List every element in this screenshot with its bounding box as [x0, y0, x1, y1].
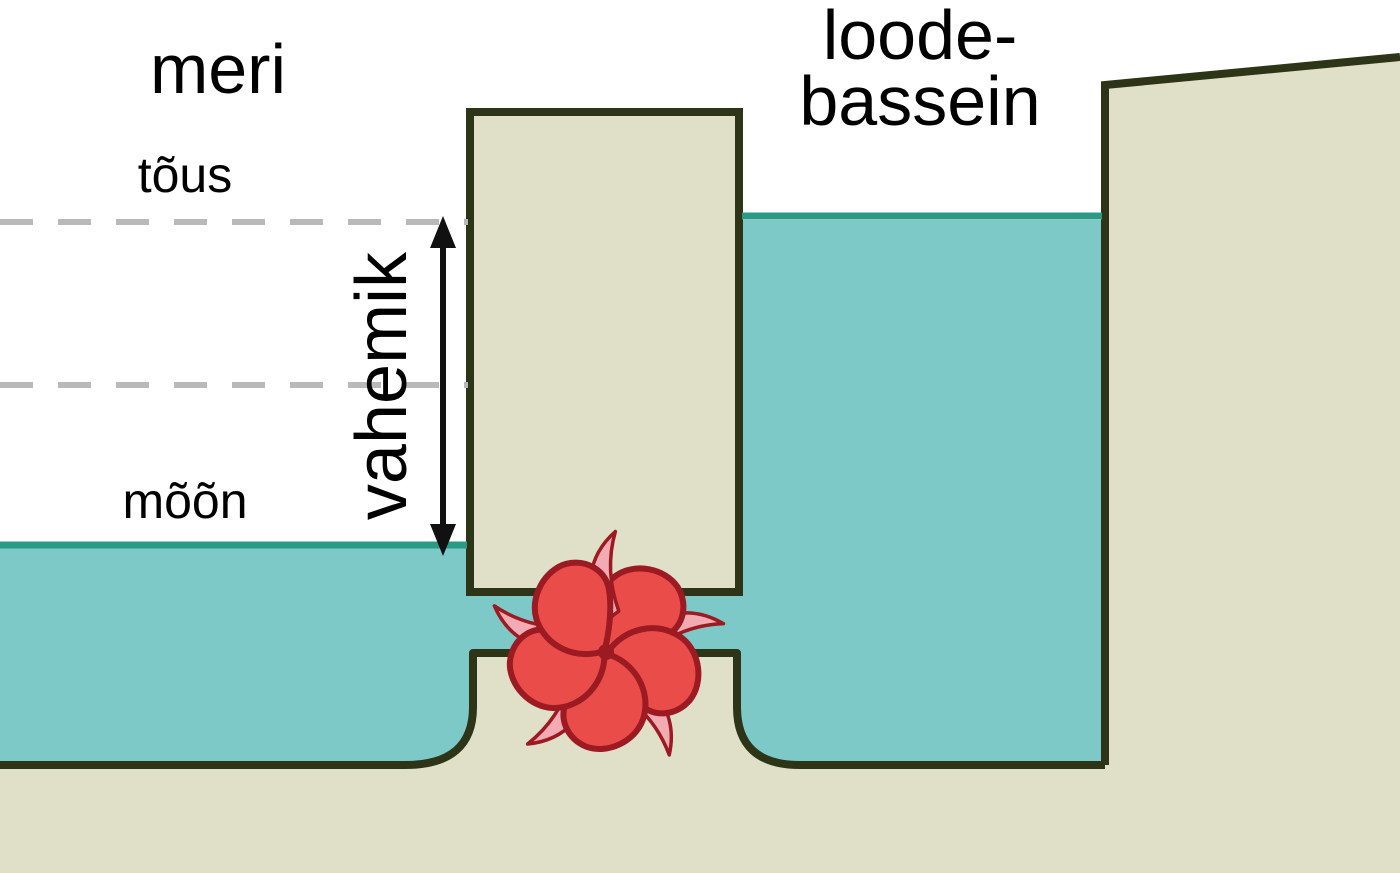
basin-label-line1: loode- — [822, 0, 1018, 74]
dam-wall — [466, 108, 743, 596]
basin-label: loode- bassein — [770, 0, 1070, 140]
right-landmass-outline — [1101, 53, 1400, 765]
sea-label: meri — [149, 30, 287, 108]
range-arrow — [430, 216, 456, 556]
low-tide-label: mõõn — [122, 473, 248, 529]
seabed — [0, 653, 1105, 873]
turbine-icon — [492, 529, 726, 757]
high-tide-label: tõus — [137, 147, 233, 203]
range-label: vahemik — [342, 251, 422, 521]
water-body — [0, 220, 1105, 765]
basin-label-line2: bassein — [799, 62, 1041, 140]
right-landmass — [1105, 57, 1400, 873]
